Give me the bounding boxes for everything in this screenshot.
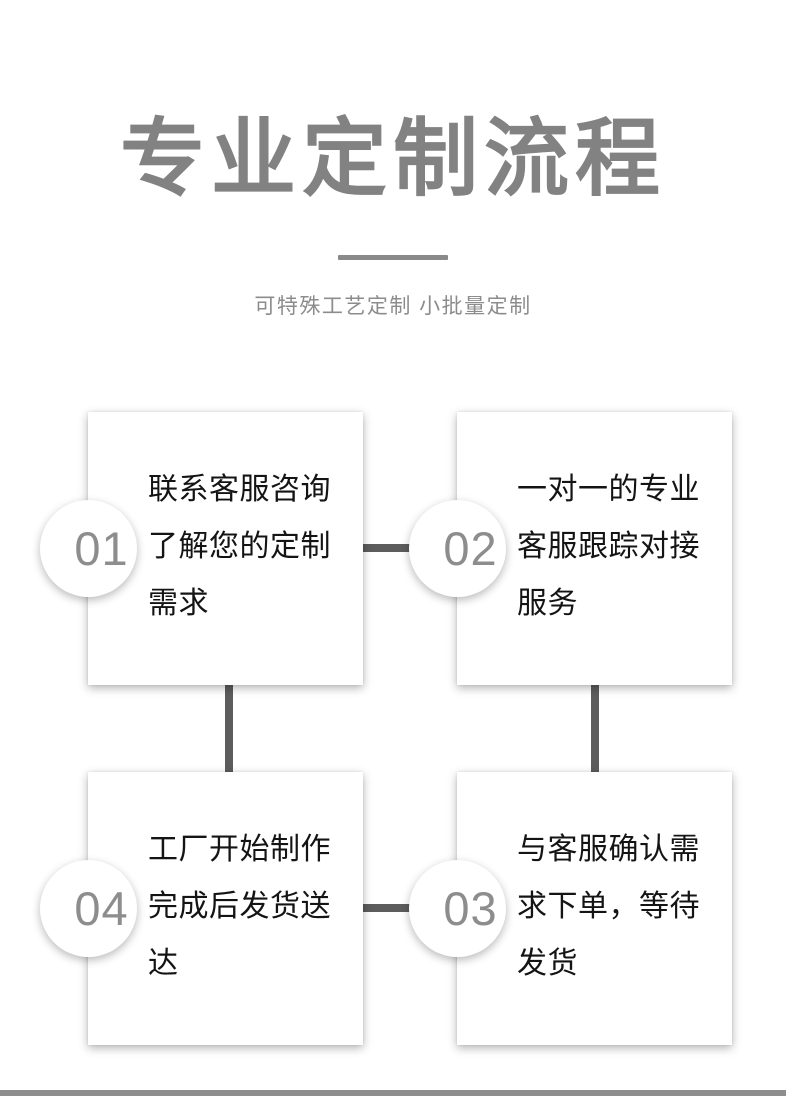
- connector-step01-to-step04: [225, 685, 233, 773]
- step-description-02: 一对一的专业客服跟踪对接服务: [517, 473, 700, 620]
- step-number-badge-01: 01: [40, 500, 137, 597]
- step-description-01: 联系客服咨询了解您的定制需求: [148, 473, 331, 620]
- page-header: 专业定制流程 可特殊工艺定制 小批量定制: [0, 0, 786, 320]
- bottom-divider-bar: [0, 1090, 786, 1096]
- page-subtitle: 可特殊工艺定制 小批量定制: [254, 295, 532, 318]
- step-number-label: 02: [443, 522, 498, 575]
- connector-step04-to-step03: [355, 904, 420, 912]
- flow-step-card-01[interactable]: 01 联系客服咨询了解您的定制需求: [40, 412, 363, 685]
- step-number-label: 03: [443, 882, 498, 935]
- page-title: 专业定制流程: [119, 113, 666, 207]
- flow-step-card-02[interactable]: 02 一对一的专业客服跟踪对接服务: [409, 412, 732, 685]
- step-description-03: 与客服确认需求下单，等待发货: [517, 833, 700, 980]
- step-number-label: 04: [74, 882, 129, 935]
- step-number-label: 01: [74, 522, 129, 575]
- title-divider: [338, 255, 448, 260]
- flow-step-card-03[interactable]: 03 与客服确认需求下单，等待发货: [409, 772, 732, 1045]
- connector-step02-to-step03: [591, 685, 599, 773]
- step-number-badge-04: 04: [40, 860, 137, 957]
- connector-step01-to-step02: [355, 544, 420, 552]
- step-number-badge-03: 03: [409, 860, 506, 957]
- flow-step-card-04[interactable]: 04 工厂开始制作完成后发货送达: [40, 772, 363, 1045]
- step-description-04: 工厂开始制作完成后发货送达: [148, 833, 331, 980]
- step-number-badge-02: 02: [409, 500, 506, 597]
